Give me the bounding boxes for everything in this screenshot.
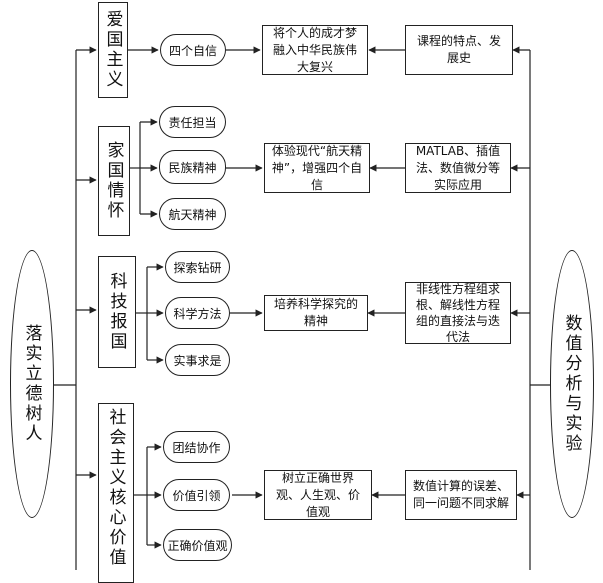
connector-lines [54,46,550,570]
category-core-values: 社会主义核心价值 [98,403,134,583]
category-patriotism: 爱国主义 [98,2,128,98]
left-root-node: 落实立德树人 [10,250,54,518]
topic-box-3: 非线性方程组求根、解线性方程组的直接法与迭代法 [405,282,511,344]
topic-box-4: 数值计算的误差、同一问题不同求解 [405,470,517,520]
value-seek-truth: 实事求是 [165,344,230,376]
goal-box-4: 树立正确世界观、人生观、价值观 [264,470,372,520]
goal-box-1: 将个人的成才梦融入中华民族伟大复兴 [262,25,368,75]
value-correct-values: 正确价值观 [163,529,232,561]
value-teamwork: 团结协作 [163,431,230,463]
value-responsibility: 责任担当 [159,106,226,138]
ideological-course-diagram: 落实立德树人 数值分析与实验 爱国主义 家国情怀 科技报国 社会主义核心价值 四… [10,2,594,583]
goal-box-2: 体验现代“航天精神”，增强四个自信 [264,143,370,193]
value-guidance: 价值引领 [163,479,230,511]
value-scientific-method: 科学方法 [165,297,230,329]
value-exploration: 探索钻研 [165,251,230,283]
topic-box-2: MATLAB、插值法、数值微分等实际应用 [405,143,511,193]
topic-box-1: 课程的特点、发展史 [405,25,513,75]
value-national-spirit: 民族精神 [159,150,226,184]
right-root-node: 数值分析与实验 [550,250,594,518]
category-family-country: 家国情怀 [98,126,130,236]
goal-box-3: 培养科学探究的精神 [264,295,368,331]
category-science-nation: 科技报国 [98,256,136,368]
value-aerospace-spirit: 航天精神 [159,198,226,230]
value-four-confidences: 四个自信 [160,34,226,66]
